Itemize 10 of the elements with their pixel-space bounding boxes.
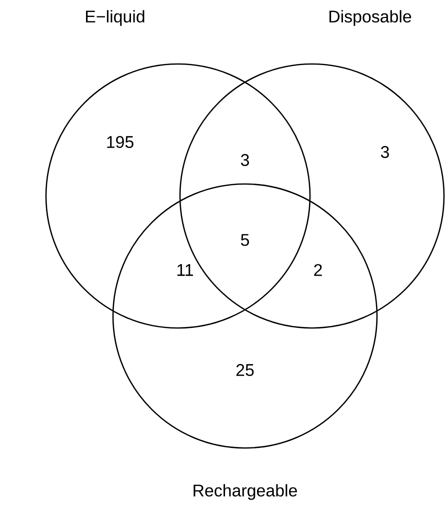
region-count: 5 bbox=[240, 234, 249, 246]
region-count: 195 bbox=[107, 136, 134, 148]
region-count: 25 bbox=[236, 364, 254, 376]
region-count: 2 bbox=[314, 264, 322, 276]
region-count: 3 bbox=[240, 154, 249, 166]
set-label: E−liquid bbox=[86, 10, 144, 26]
region-count: 3 bbox=[380, 146, 389, 158]
set-label: Disposable bbox=[330, 10, 412, 26]
region-count: 11 bbox=[178, 264, 193, 276]
set-label: Rechargeable bbox=[194, 484, 297, 500]
